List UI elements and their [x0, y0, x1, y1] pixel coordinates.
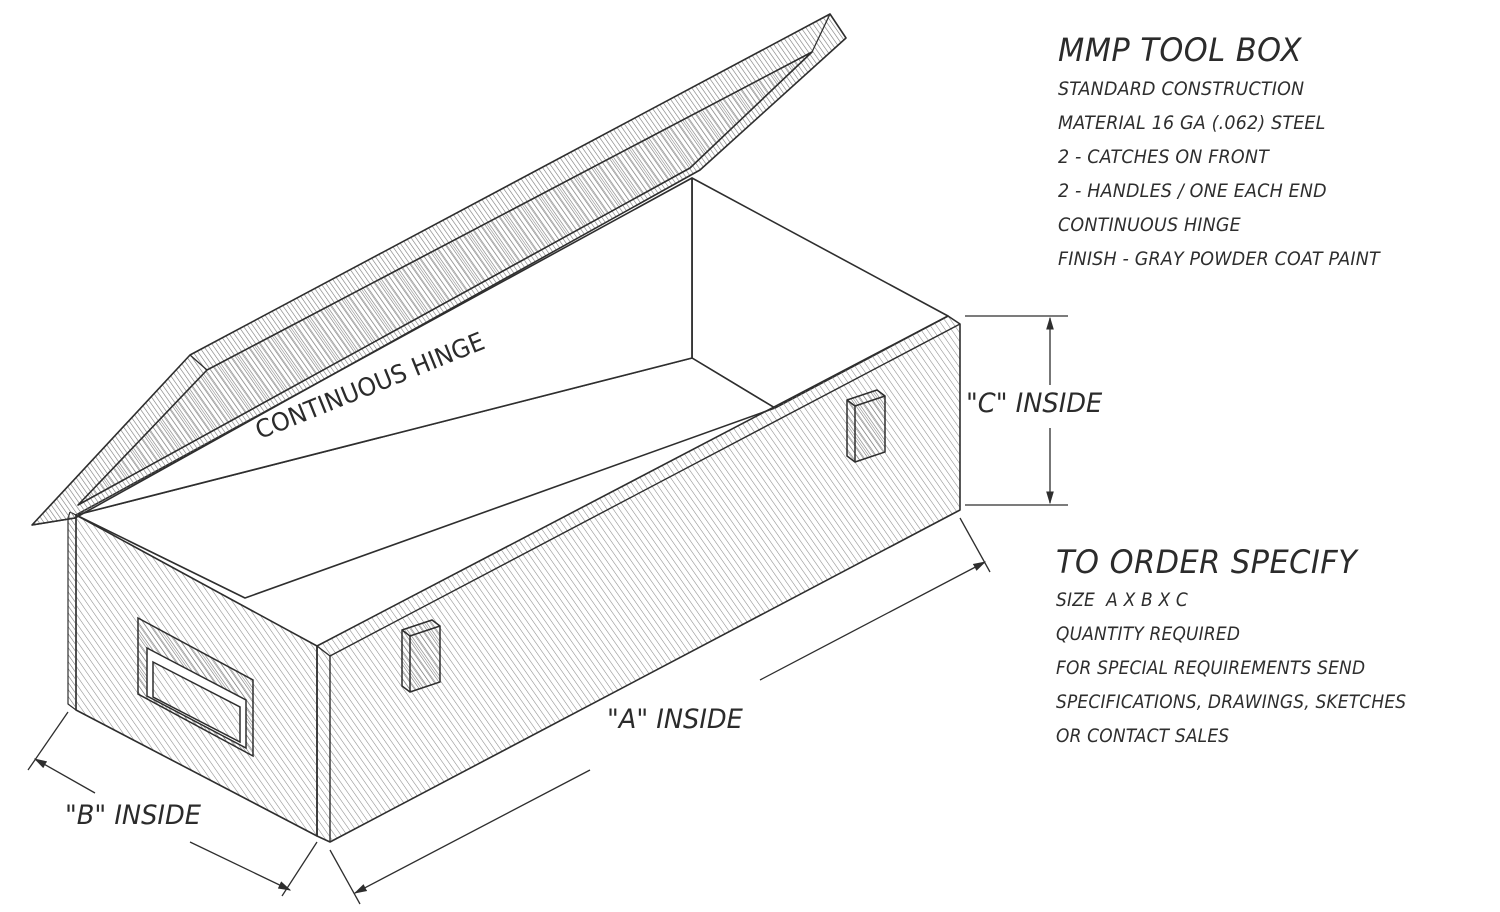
dimension-c-label: "C" INSIDE	[966, 388, 1103, 419]
dim-a-ext-left	[329, 849, 361, 905]
spec-item: FINISH - GRAY POWDER COAT PAINT	[1058, 248, 1380, 270]
dim-b-ext-right	[281, 841, 318, 897]
spec-item: 2 - CATCHES ON FRONT	[1058, 146, 1269, 168]
order-item: QUANTITY REQUIRED	[1056, 624, 1241, 645]
spec-item: STANDARD CONSTRUCTION	[1058, 78, 1305, 100]
spec-item: MATERIAL 16 GA (.062) STEEL	[1058, 112, 1326, 134]
order-item: OR CONTACT SALES	[1056, 726, 1230, 747]
order-item: SPECIFICATIONS, DRAWINGS, SKETCHES	[1056, 692, 1407, 713]
product-title: MMP TOOL BOX	[1058, 31, 1302, 69]
box-lid	[31, 13, 847, 526]
catch-left	[401, 619, 441, 693]
specification-list: STANDARD CONSTRUCTION MATERIAL 16 GA (.0…	[1058, 72, 1498, 276]
order-item: FOR SPECIAL REQUIREMENTS SEND	[1056, 658, 1366, 679]
spec-item: CONTINUOUS HINGE	[1058, 214, 1241, 236]
dim-a-ext-right	[959, 517, 991, 573]
dim-a-line-left	[353, 769, 591, 894]
front-catches	[401, 389, 886, 693]
spec-item: 2 - HANDLES / ONE EACH END	[1058, 180, 1327, 202]
box-body	[67, 177, 961, 843]
dimension-lines	[27, 315, 1068, 905]
dimension-b-label: "B" INSIDE	[65, 800, 201, 831]
dim-a-line-right	[759, 561, 987, 681]
dim-b-line-right	[189, 841, 292, 891]
order-item: SIZE A X B X C	[1056, 590, 1188, 611]
dim-b-line-left	[33, 758, 96, 794]
catch-right	[846, 389, 886, 463]
order-title: TO ORDER SPECIFY	[1056, 543, 1358, 581]
end-handle	[137, 616, 254, 758]
specifications-panel: MMP TOOL BOX STANDARD CONSTRUCTION MATER…	[1058, 28, 1498, 276]
order-instructions-panel: TO ORDER SPECIFY SIZE A X B X C QUANTITY…	[1056, 540, 1500, 754]
dim-b-ext-left	[27, 711, 69, 771]
dimension-a-label: "A" INSIDE	[607, 704, 743, 735]
order-list: SIZE A X B X C QUANTITY REQUIRED FOR SPE…	[1056, 584, 1500, 754]
